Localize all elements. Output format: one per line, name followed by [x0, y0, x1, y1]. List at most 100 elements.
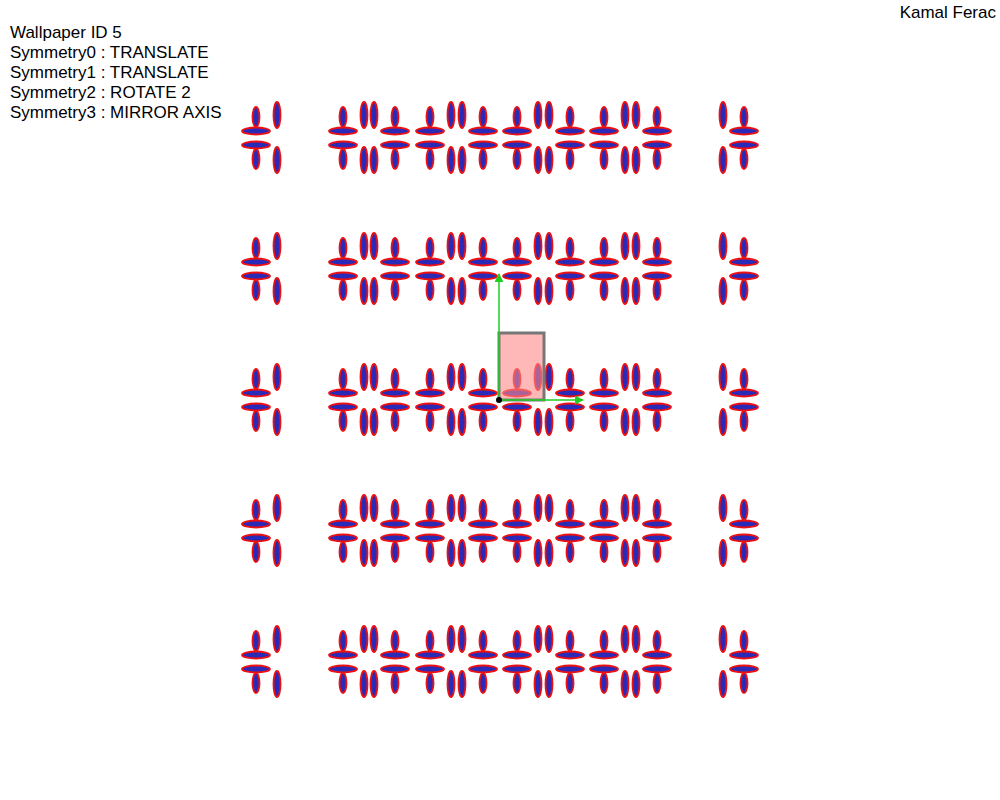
motif-ellipse: [503, 259, 531, 266]
motif-ellipse: [514, 631, 521, 651]
motif-ellipse: [590, 535, 618, 542]
motif-ellipse: [730, 128, 758, 135]
motif-ellipse: [469, 390, 497, 397]
motif-ellipse: [427, 149, 434, 169]
motif-ellipse: [503, 666, 531, 673]
motif-ellipse: [416, 535, 444, 542]
motif-ellipse: [469, 652, 497, 659]
motif-ellipse: [622, 409, 629, 435]
motif-ellipse: [459, 626, 466, 652]
motif-ellipse: [448, 364, 455, 390]
motif-ellipse: [448, 540, 455, 566]
motif-ellipse: [469, 142, 497, 149]
motif-ellipse: [590, 652, 618, 659]
motif-ellipse: [601, 673, 608, 693]
motif-ellipse: [253, 149, 260, 169]
motif-ellipse: [469, 535, 497, 542]
motif-ellipse: [469, 259, 497, 266]
motif-ellipse: [274, 626, 281, 652]
motif-ellipse: [427, 107, 434, 127]
motif-ellipse: [381, 404, 409, 411]
info-label: Wallpaper ID 5: [10, 23, 122, 43]
author-label: Kamal Ferac: [900, 3, 996, 23]
motif-ellipse: [514, 107, 521, 127]
motif-ellipse: [730, 142, 758, 149]
motif-ellipse: [361, 147, 368, 173]
motif-ellipse: [503, 521, 531, 528]
motif-ellipse: [480, 411, 487, 431]
motif-ellipse: [416, 273, 444, 280]
motif-ellipse: [535, 671, 542, 697]
motif-ellipse: [361, 409, 368, 435]
motif-ellipse: [730, 390, 758, 397]
motif-ellipse: [622, 233, 629, 259]
motif-ellipse: [427, 238, 434, 258]
motif-ellipse: [340, 542, 347, 562]
motif-ellipse: [242, 666, 270, 673]
motif-ellipse: [448, 626, 455, 652]
motif-ellipse: [361, 278, 368, 304]
motif-ellipse: [741, 149, 748, 169]
motif-ellipse: [253, 280, 260, 300]
motif-ellipse: [371, 102, 378, 128]
motif-ellipse: [546, 409, 553, 435]
motif-ellipse: [720, 540, 727, 566]
motif-ellipse: [601, 280, 608, 300]
motif-ellipse: [622, 102, 629, 128]
motif-ellipse: [448, 278, 455, 304]
motif-ellipse: [556, 259, 584, 266]
motif-ellipse: [469, 521, 497, 528]
motif-ellipse: [654, 107, 661, 127]
motif-ellipse: [469, 404, 497, 411]
motif-ellipse: [371, 409, 378, 435]
motif-ellipse: [274, 364, 281, 390]
motif-ellipse: [459, 540, 466, 566]
motif-ellipse: [469, 273, 497, 280]
motif-ellipse: [741, 542, 748, 562]
motif-ellipse: [622, 540, 629, 566]
motif-ellipse: [392, 411, 399, 431]
motif-ellipse: [242, 390, 270, 397]
motif-ellipse: [381, 535, 409, 542]
motif-ellipse: [643, 390, 671, 397]
motif-ellipse: [622, 364, 629, 390]
motif-ellipse: [633, 495, 640, 521]
motif-ellipse: [567, 149, 574, 169]
motif-ellipse: [514, 673, 521, 693]
motif-ellipse: [741, 107, 748, 127]
motif-ellipse: [556, 142, 584, 149]
motif-ellipse: [730, 535, 758, 542]
motif-ellipse: [633, 409, 640, 435]
motif-ellipse: [371, 233, 378, 259]
motif-ellipse: [329, 128, 357, 135]
motif-ellipse: [741, 238, 748, 258]
motif-group: [242, 102, 758, 697]
motif-ellipse: [361, 364, 368, 390]
motif-ellipse: [503, 128, 531, 135]
motif-ellipse: [546, 671, 553, 697]
motif-ellipse: [340, 107, 347, 127]
motif-ellipse: [480, 631, 487, 651]
motif-ellipse: [329, 535, 357, 542]
motif-ellipse: [242, 521, 270, 528]
motif-ellipse: [654, 542, 661, 562]
motif-ellipse: [480, 500, 487, 520]
motif-ellipse: [720, 409, 727, 435]
motif-ellipse: [643, 535, 671, 542]
motif-ellipse: [459, 671, 466, 697]
motif-ellipse: [459, 364, 466, 390]
motif-ellipse: [730, 652, 758, 659]
motif-ellipse: [633, 278, 640, 304]
motif-ellipse: [503, 652, 531, 659]
motif-ellipse: [427, 542, 434, 562]
motif-ellipse: [274, 278, 281, 304]
motif-ellipse: [416, 259, 444, 266]
motif-ellipse: [480, 542, 487, 562]
motif-ellipse: [416, 404, 444, 411]
motif-ellipse: [371, 671, 378, 697]
motif-ellipse: [503, 142, 531, 149]
motif-ellipse: [361, 495, 368, 521]
motif-ellipse: [590, 142, 618, 149]
motif-ellipse: [601, 411, 608, 431]
